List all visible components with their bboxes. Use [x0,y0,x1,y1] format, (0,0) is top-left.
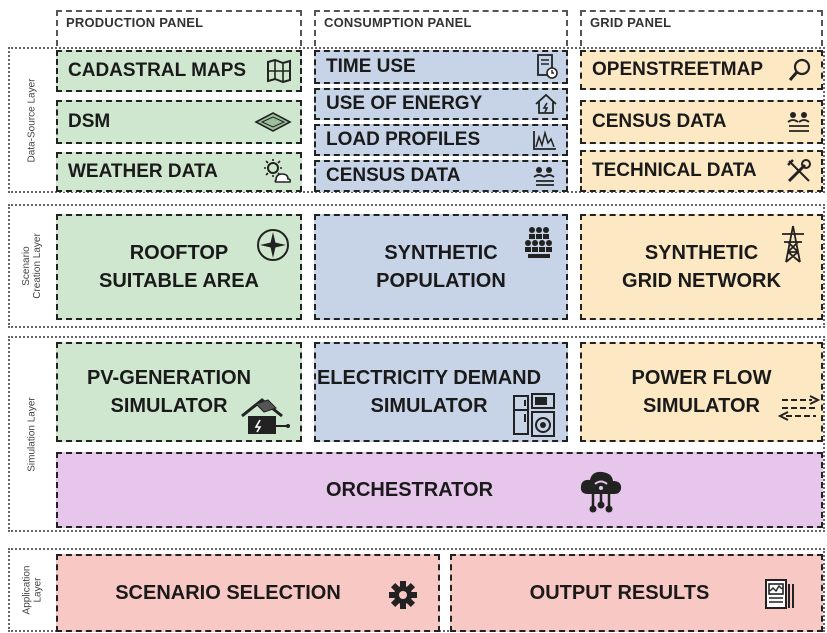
demand-line1: ELECTRICITY DEMAND [316,367,542,389]
electricity-demand-text: ELECTRICITY DEMAND SIMULATOR [317,364,541,420]
power-flow-line2: SIMULATOR [642,395,760,417]
consumption-panel-header: CONSUMPTION PANEL [314,10,568,46]
scenario-creation-layer [8,204,825,328]
electricity-demand-simulator-box: ELECTRICITY DEMAND SIMULATOR [314,342,568,442]
population-line1: SYNTHETIC [384,242,498,264]
data-source-layer-label: Data-Source Layer [12,50,52,190]
pv-generation-simulator-box: PV-GENERATION SIMULATOR [56,342,302,442]
terrain-icon [254,111,292,133]
dsm-label: DSM [68,111,111,132]
map-icon [266,59,292,83]
grid-network-line2: GRID NETWORK [622,270,781,292]
time-use-box: TIME USE [314,50,568,84]
orchestrator-box: ORCHESTRATOR [56,452,823,528]
openstreetmap-box: OPENSTREETMAP [580,50,823,90]
load-profiles-label: LOAD PROFILES [326,129,481,150]
power-flow-line1: POWER FLOW [631,367,772,389]
compass-icon [256,228,290,262]
dsm-box: DSM [56,100,302,144]
magnifier-icon [787,57,813,83]
flow-arrows-icon [778,394,820,422]
output-results-box[interactable]: OUTPUT RESULTS [450,554,823,632]
weather-data-box: WEATHER DATA [56,152,302,192]
simulation-layer-text: Simulation Layer [26,396,38,472]
appliances-icon [512,392,558,438]
tools-icon [785,157,813,185]
scenario-selection-label: SCENARIO SELECTION [115,582,341,604]
gear-icon [388,580,418,610]
rooftop-line2: SUITABLE AREA [99,270,259,292]
orchestrator-label: ORCHESTRATOR [325,479,494,501]
production-panel-title: PRODUCTION PANEL [66,15,204,30]
rooftop-line1: ROOFTOP [129,242,229,264]
people-list-icon [785,110,813,134]
weather-icon [262,158,292,186]
pv-generation-text: PV-GENERATION SIMULATOR [87,364,251,420]
data-source-layer [8,47,825,193]
power-flow-simulator-box: POWER FLOW SIMULATOR [580,342,823,442]
data-source-layer-text: Data-Source Layer [26,78,38,162]
report-icon [764,578,796,612]
synthetic-grid-network-box: SYNTHETIC GRID NETWORK [580,214,823,320]
simulation-layer-label: Simulation Layer [12,340,52,528]
weather-data-label: WEATHER DATA [68,161,218,182]
openstreetmap-label: OPENSTREETMAP [592,59,764,80]
solar-house-icon [238,396,292,438]
synthetic-grid-network-text: SYNTHETIC GRID NETWORK [622,239,781,295]
crowd-icon [522,226,556,260]
cadastral-maps-label: CADASTRAL MAPS [68,60,247,81]
technical-data-box: TECHNICAL DATA [580,150,823,192]
pv-line1: PV-GENERATION [86,367,252,389]
grid-panel-header: GRID PANEL [580,10,823,46]
synthetic-population-box: SYNTHETIC POPULATION [314,214,568,320]
chart-icon [532,129,558,151]
cadastral-maps-box: CADASTRAL MAPS [56,50,302,92]
load-profiles-box: LOAD PROFILES [314,124,568,156]
power-tower-icon [778,224,808,264]
synthetic-population-text: SYNTHETIC POPULATION [376,239,506,295]
demand-line2: SIMULATOR [370,395,488,417]
scenario-layer-line2: Creation Layer [32,233,43,299]
simulation-layer [8,336,825,532]
house-energy-icon [534,93,558,115]
scenario-layer-line1: Scenario [21,246,32,286]
consumption-panel-title: CONSUMPTION PANEL [324,15,472,30]
grid-census-data-label: CENSUS DATA [592,111,727,132]
production-panel-header: PRODUCTION PANEL [56,10,302,46]
use-of-energy-box: USE OF ENERGY [314,88,568,120]
rooftop-suitable-area-box: ROOFTOP SUITABLE AREA [56,214,302,320]
power-flow-text: POWER FLOW SIMULATOR [632,364,772,420]
technical-data-label: TECHNICAL DATA [592,160,757,181]
rooftop-suitable-area-text: ROOFTOP SUITABLE AREA [99,239,259,295]
grid-census-data-box: CENSUS DATA [580,100,823,144]
population-line2: POPULATION [376,270,506,292]
application-layer-line2: Layer [32,577,44,603]
output-results-label: OUTPUT RESULTS [529,582,710,604]
pv-line2: SIMULATOR [110,395,228,417]
grid-network-line1: SYNTHETIC [644,242,759,264]
grid-panel-title: GRID PANEL [590,15,672,30]
application-layer-line1: Application [21,565,33,615]
people-list-icon [532,165,558,187]
time-use-label: TIME USE [326,56,416,77]
document-clock-icon [536,54,558,80]
consumption-census-data-label: CENSUS DATA [326,165,461,186]
use-of-energy-label: USE OF ENERGY [326,93,483,114]
cloud-network-icon [578,468,624,516]
consumption-census-data-box: CENSUS DATA [314,160,568,192]
scenario-selection-box[interactable]: SCENARIO SELECTION [56,554,440,632]
